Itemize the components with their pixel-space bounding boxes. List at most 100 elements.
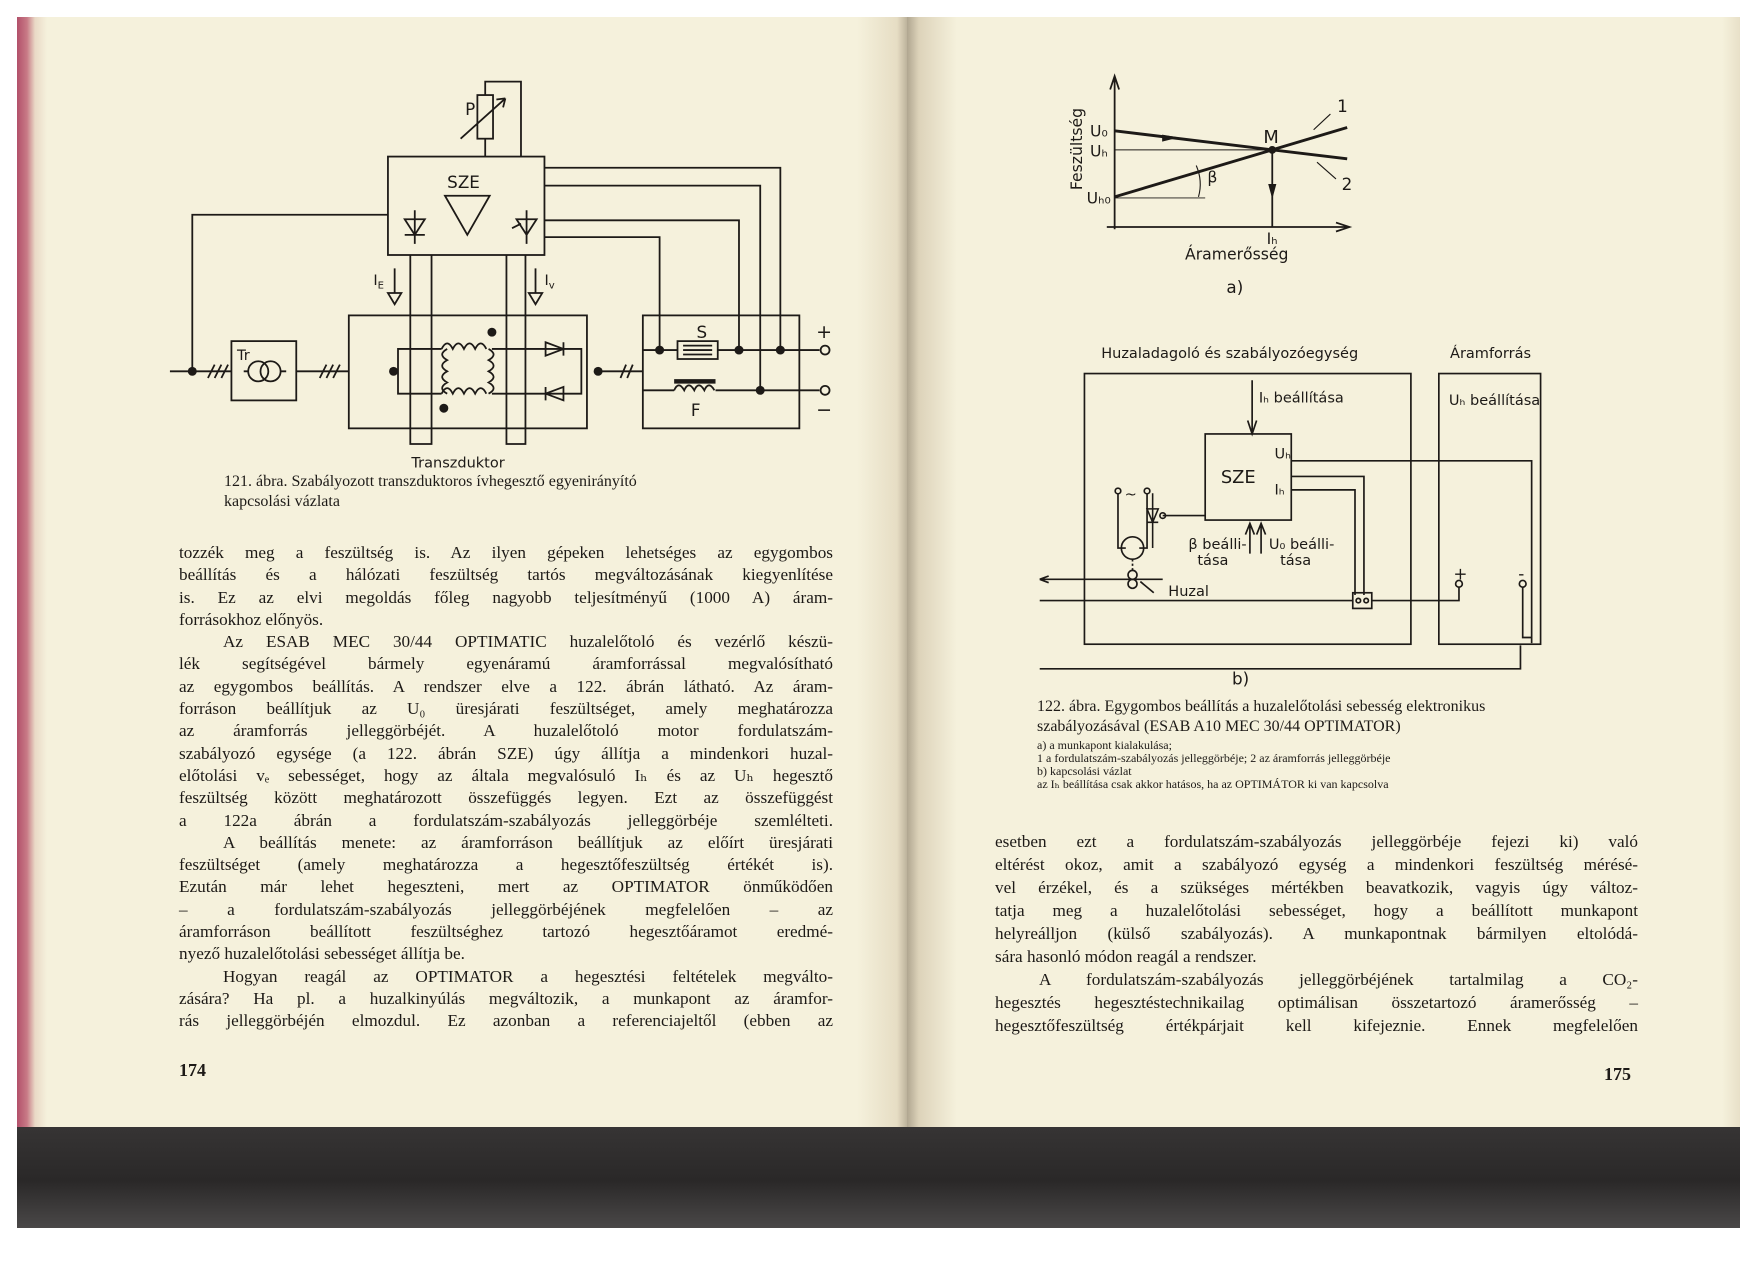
inductor-F	[673, 384, 716, 393]
output-box	[641, 314, 801, 430]
text-line: az áramforrás jelleggörbéjét. A huzalelő…	[179, 721, 833, 741]
scanner-shadow	[17, 1110, 1740, 1228]
text-line: zására? Ha pl. a huzalkinyúlás megváltoz…	[179, 988, 833, 1008]
text-line: Ezután már lehet hegeszteni, mert az OPT…	[179, 877, 833, 897]
u0-setting-line1: U₀ beálli-	[1269, 537, 1334, 553]
potentiometer-P	[476, 94, 494, 140]
text-line: beállítás és a hálózati feszültség tartó…	[179, 565, 833, 585]
label-curve-1: 1	[1337, 96, 1348, 116]
text-line: rás jelleggörbéjén elmozdul. Ez azonban …	[179, 1011, 833, 1031]
text-line: nyező huzalelőtolási sebességet állítja …	[179, 944, 465, 964]
label-M: M	[1263, 127, 1278, 148]
text-line: lék segítségével bármely egyenáramú áram…	[179, 654, 833, 674]
text-line: az egygombos beállítás. A rendszer elve …	[179, 676, 833, 696]
minus-terminal	[819, 384, 831, 396]
text-line: forrásokhoz előnyös.	[179, 609, 324, 629]
label-minus: −	[816, 399, 832, 421]
page-number-right: 175	[1604, 1064, 1631, 1084]
curve-1-speed-control	[1114, 126, 1348, 199]
figure-122b-labels: Huzaladagoló és szabályozóegység Áramfor…	[1101, 344, 1540, 689]
caption-title-line: szabályozásával (ESAB A10 MEC 30/44 OPTI…	[1037, 718, 1401, 735]
label-F: F	[691, 400, 701, 420]
label-IE: IE	[373, 273, 384, 291]
u0-setting-line2: tása	[1280, 553, 1311, 569]
y-axis-label: Feszültség	[1067, 108, 1086, 190]
text-line: tozzék meg a feszültség is. Az ilyen gép…	[179, 543, 833, 562]
power-source-box	[1438, 372, 1542, 646]
figure-121-labels: P SZE Tr S F + − IE Iv Transzduktor	[236, 99, 832, 471]
text-line: a 122a ábrán a fordulatszám-szabályozás …	[179, 810, 833, 830]
label-beta: β	[1207, 167, 1217, 186]
sze-box	[387, 155, 546, 256]
figure-122-caption: 122. ábra. Egygombos beállítás a huzalel…	[1037, 697, 1485, 791]
text-line: feszültség között meghatározott összefüg…	[179, 788, 833, 808]
shunt-S	[676, 340, 719, 360]
wire-feed	[1039, 575, 1163, 584]
text-line: Hogyan reagál az OPTIMATOR a hegesztési …	[223, 966, 833, 986]
text-line: esetben ezt a fordulatszám-szabályozás j…	[995, 832, 1638, 851]
right-page	[907, 17, 1740, 1127]
text-line: szabályozó egysége (a 122. ábrán SZE) úg…	[179, 743, 833, 763]
beta-setting-line2: tása	[1197, 553, 1228, 569]
label-Uh: Uₕ	[1090, 142, 1108, 161]
ac-supply-icon: ~	[1125, 487, 1137, 503]
current-sensor	[1351, 591, 1373, 610]
label-S: S	[697, 322, 708, 342]
text-line: áramforráson beállított feszültséghez ta…	[179, 922, 833, 942]
figure-b-tag: b)	[1232, 668, 1249, 688]
figure-122b-circuit	[1039, 372, 1542, 670]
label-SZE: SZE	[447, 172, 480, 192]
plus-terminal	[819, 344, 831, 356]
text-line: A fordulatszám-szabályozás jelleggörbéjé…	[1039, 970, 1638, 989]
text-line: Az ESAB MEC 30/44 OPTIMATIC huzalelőtoló…	[223, 632, 833, 652]
uh-port-label: Uₕ	[1275, 447, 1292, 463]
caption-line: kapcsolási vázlata	[224, 493, 340, 510]
x-axis-label: Áramerősség	[1185, 244, 1288, 263]
thyristor-left	[403, 210, 427, 244]
figure-122a-chart	[1106, 73, 1353, 233]
pot-arrow	[460, 97, 507, 140]
left-page	[17, 17, 907, 1127]
text-line: vel érzékel, és a szükséges mértékben be…	[995, 878, 1638, 897]
label-Tr: Tr	[236, 348, 250, 364]
label-Ih: Iₕ	[1267, 229, 1278, 248]
curve-2-source	[1114, 129, 1348, 161]
ih-setting-label: Iₕ beállítása	[1259, 391, 1344, 407]
caption-note: a) a munkapont kialakulása;	[1037, 738, 1172, 752]
left-body-text: tozzék meg a feszültség is. Az ilyen gép…	[179, 542, 833, 1033]
text-line: eltérést okoz, amit a szabályozó egység …	[995, 855, 1638, 874]
label-P: P	[465, 99, 475, 119]
figure-121-circuit	[169, 80, 831, 445]
pot-wires	[484, 80, 522, 157]
text-line: feszültséget (amely meghatározza a heges…	[179, 855, 833, 875]
caption-title-line: 122. ábra. Egygombos beállítás a huzalel…	[1037, 698, 1486, 715]
figure-122a-labels: Feszültség Áramerősség U₀ Uₕ Uₕ₀ Iₕ M β …	[1067, 96, 1352, 297]
text-line: sára hasonló módon reagál a rendszer.	[995, 947, 1257, 966]
label-U0: U₀	[1090, 121, 1108, 140]
caption-note: b) kapcsolási vázlat	[1037, 764, 1132, 778]
label-Iv: Iv	[544, 273, 554, 291]
transformer-Tr	[230, 340, 298, 402]
caption-line: 121. ábra. Szabályozott transzduktoros í…	[224, 473, 637, 490]
feeder-unit-box	[1083, 372, 1412, 646]
text-line: hegesztőfeszültség értékpárjait kell kif…	[995, 1016, 1638, 1035]
caption-note: az Iₕ beállítása csak akkor hatásos, ha …	[1037, 777, 1389, 791]
feedback-wire	[191, 213, 388, 372]
text-line: forráson beállítjuk az U₀ üresjárati fes…	[179, 699, 833, 719]
text-line: tatja meg a huzalelőtolási sebességet, h…	[995, 901, 1638, 920]
figure-121-caption: 121. ábra. Szabályozott transzduktoros í…	[224, 472, 774, 512]
text-line: A beállítás menete: az áramforráson beál…	[223, 832, 833, 852]
amplifier-triangle	[443, 194, 492, 237]
right-body-text: esetben ezt a fordulatszám-szabályozás j…	[995, 830, 1638, 1037]
ih-port-label: Iₕ	[1275, 482, 1285, 498]
wire-label: Huzal	[1168, 584, 1209, 600]
text-line: előtolási vₑ sebességet, hogy az általa …	[179, 765, 833, 785]
plus-label: +	[1453, 563, 1467, 583]
caption-note: 1 a fordulatszám-szabályozás jelleggörbé…	[1037, 751, 1391, 765]
unit-title: Huzaladagoló és szabályozóegység	[1101, 346, 1358, 362]
beta-setting-line1: β beálli-	[1188, 537, 1246, 553]
page-number-left: 174	[179, 1060, 206, 1080]
label-plus: +	[816, 321, 832, 343]
